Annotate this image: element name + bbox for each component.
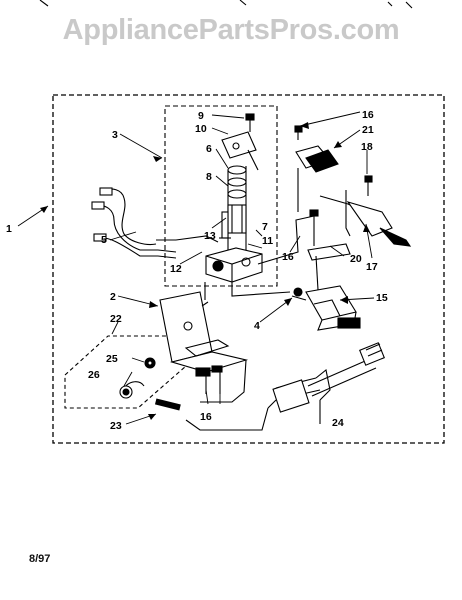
label-4: 4 [254,320,260,332]
label-6: 6 [206,143,212,155]
arrowheads [40,122,370,420]
label-15: 15 [376,292,388,304]
small-parts-boundary [64,335,187,409]
label-3: 3 [112,129,118,141]
label-17: 17 [366,261,378,273]
label-11: 11 [262,235,273,247]
label-20: 20 [350,253,362,265]
label-7: 7 [262,221,268,233]
callout-labels: 1 2 3 4 5 6 7 8 9 10 11 12 13 15 16 16 1… [6,109,388,432]
label-26: 26 [88,369,100,381]
label-16b: 16 [282,251,294,263]
burner-tube [267,342,385,413]
gas-valve [205,113,263,283]
watermark-text: AppliancePartsPros.com [62,14,400,46]
igniter-parts [294,125,412,247]
label-9: 9 [198,110,204,122]
label-24: 24 [332,417,344,429]
label-23: 23 [110,420,122,432]
date-code: 8/97 [29,553,51,565]
top-edge-marks [39,0,413,9]
label-5: 5 [101,234,107,246]
valve-group-boundary [164,105,278,287]
label-8: 8 [206,171,212,183]
wire-harness [91,187,177,259]
label-10: 10 [195,123,207,135]
label-16a: 16 [362,109,374,121]
label-25: 25 [106,353,118,365]
label-18: 18 [361,141,373,153]
label-16c: 16 [200,411,212,423]
mounting-screws [307,209,351,291]
small-parts [119,357,181,411]
label-21: 21 [362,124,374,136]
label-2: 2 [110,291,116,303]
igniter-bracket [291,285,361,331]
label-13: 13 [204,230,216,242]
assembly-boundary [52,94,445,444]
label-22: 22 [110,313,122,325]
burner-bracket [159,282,249,377]
label-1: 1 [6,223,12,235]
label-12: 12 [170,263,182,275]
